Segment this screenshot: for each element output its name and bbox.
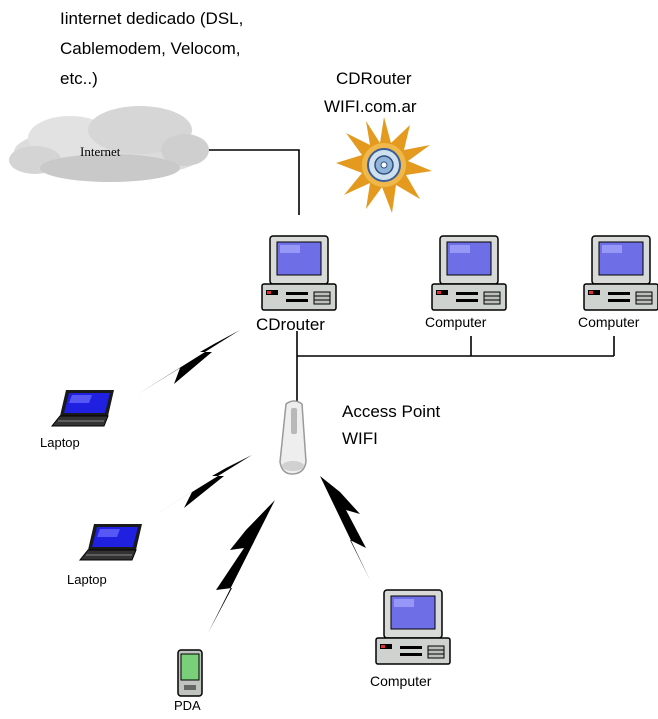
access-point-label-line1: Access Point	[342, 402, 441, 421]
cdrouter-label: CDrouter	[256, 315, 325, 334]
cloud-icon	[9, 106, 209, 182]
access-point-label-line2: WIFI	[342, 429, 378, 448]
sun-cd-icon	[336, 117, 432, 213]
computer-1-desktop-icon	[431, 235, 507, 311]
wireless-links	[138, 330, 370, 633]
internet-note-line2: Cablemodem, Velocom,	[60, 39, 241, 58]
internet-note-line3: etc..)	[60, 69, 98, 88]
lightning-bolt-icon	[150, 455, 252, 518]
pda-icon	[177, 649, 203, 697]
computer-1-label: Computer	[425, 314, 487, 330]
computer-2-label: Computer	[578, 314, 640, 330]
wired-links	[207, 149, 615, 406]
brand-line1: CDRouter	[336, 69, 412, 88]
computer-3-desktop-icon	[375, 589, 451, 665]
brand-line2: WIFI.com.ar	[324, 97, 417, 116]
pda-label: PDA	[174, 698, 201, 713]
lightning-bolt-icon	[320, 476, 370, 580]
internet-note-line1: Iinternet dedicado (DSL,	[60, 9, 244, 28]
laptop-2-icon	[79, 523, 143, 561]
access-point-icon	[279, 400, 307, 475]
internet-to-cdrouter-line	[207, 149, 300, 215]
computer-3-label: Computer	[370, 673, 432, 689]
lightning-bolt-icon	[138, 330, 240, 394]
lightning-bolt-icon	[208, 500, 275, 633]
internet-label: Internet	[80, 144, 121, 159]
laptop-1-icon	[51, 389, 115, 427]
computer-2-desktop-icon	[583, 235, 658, 311]
laptop-2-label: Laptop	[67, 572, 107, 587]
laptop-1-label: Laptop	[40, 435, 80, 450]
cdrouter-desktop-icon	[261, 235, 337, 311]
